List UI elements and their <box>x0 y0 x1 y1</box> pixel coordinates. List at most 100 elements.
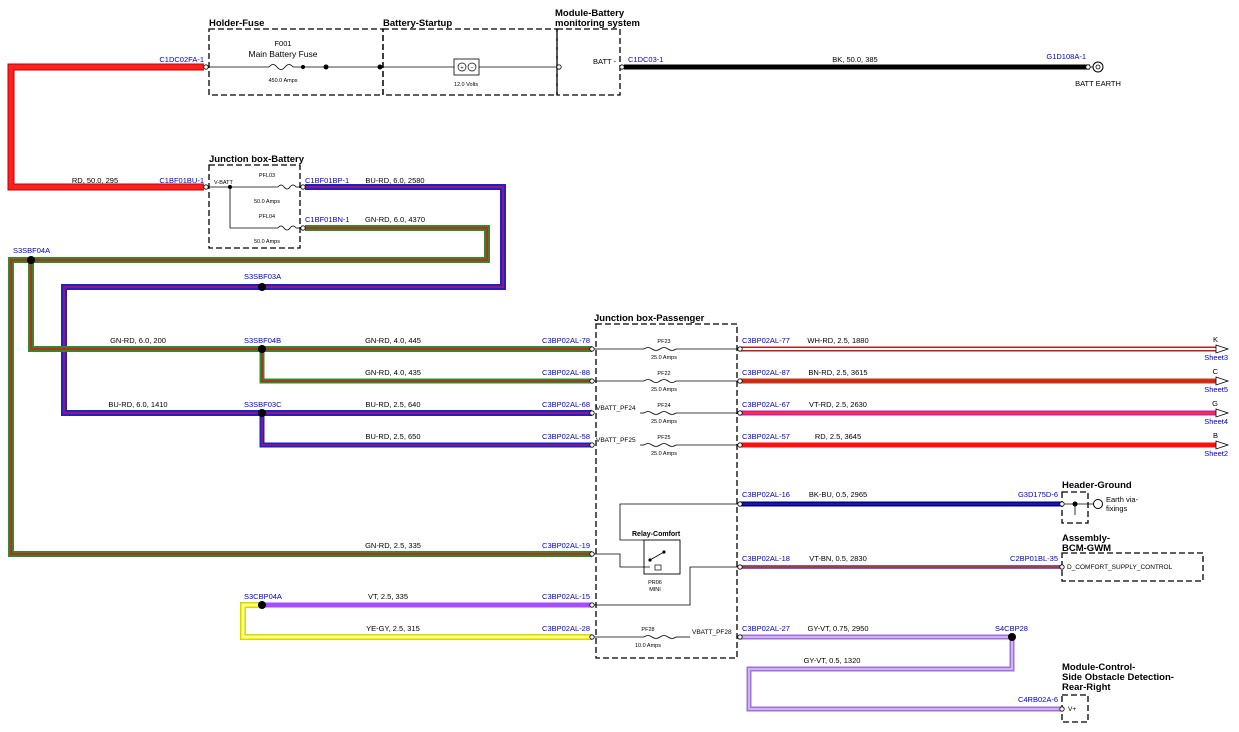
conn-al28: C3BP02AL-28 <box>542 624 590 633</box>
wire-label-wh-rd: WH-RD, 2.5, 1880 <box>807 336 868 345</box>
relay-id: PR06 <box>648 580 662 586</box>
pf24-id: PF24 <box>657 403 670 409</box>
holder-fuse-title: Holder-Fuse <box>209 18 264 29</box>
pf25-rating: 25.0 Amps <box>651 451 677 457</box>
pf22-rating: 25.0 Amps <box>651 387 677 393</box>
wire-label-bu-rd-650: BU-RD, 2.5, 650 <box>365 432 420 441</box>
conn-al57: C3BP02AL-57 <box>742 432 790 441</box>
sheet-ref-b-letter: B <box>1213 431 1218 440</box>
conn-c4rb02a: C4RB02A-6 <box>1018 695 1058 704</box>
pfl03-id: PFL03 <box>259 173 275 179</box>
wire-gy-vt <box>740 634 1062 712</box>
conn-s4cbp28: S4CBP28 <box>995 624 1028 633</box>
battery-startup-title: Battery-Startup <box>383 18 452 29</box>
wire-label-gn-rd-4370: GN-RD, 6.0, 4370 <box>365 215 425 224</box>
wire-label-vt-bn: VT-BN, 0.5, 2830 <box>809 554 867 563</box>
sheet-ref-g-link[interactable]: Sheet4 <box>1204 417 1228 426</box>
relay-sub: MINI <box>649 587 661 593</box>
pf24-rating: 25.0 Amps <box>651 419 677 425</box>
pf25-id: PF25 <box>657 435 670 441</box>
pf22-id: PF22 <box>657 371 670 377</box>
main-battery-fuse <box>209 64 557 70</box>
rear-module-title-3: Rear-Right <box>1062 682 1111 693</box>
sheet-ref-g-letter: G <box>1212 399 1218 408</box>
conn-c1bf01bu: C1BF01BU-1 <box>159 176 204 185</box>
wire-label-bk-50: BK, 50.0, 385 <box>832 55 877 64</box>
battery-monitor-title-1: Module-Battery <box>555 8 625 19</box>
conn-g1d108a: G1D108A-1 <box>1046 52 1086 61</box>
conn-al18: C3BP02AL-18 <box>742 554 790 563</box>
conn-al68: C3BP02AL-68 <box>542 400 590 409</box>
pfl04-rating: 50.0 Amps <box>254 239 280 245</box>
vbatt-pin: V-BATT <box>214 180 233 186</box>
conn-al16: C3BP02AL-16 <box>742 490 790 499</box>
conn-c1bf01bp: C1BF01BP-1 <box>305 176 349 185</box>
conn-al15: C3BP02AL-15 <box>542 592 590 601</box>
battery-voltage: 12.0 Volts <box>454 82 478 88</box>
conn-s3cbp04a: S3CBP04A <box>244 592 282 601</box>
batt-minus-pin: BATT - <box>593 57 617 66</box>
conn-al88: C3BP02AL-88 <box>542 368 590 377</box>
jb-passenger-title: Junction box-Passenger <box>594 313 705 324</box>
conn-c1dc03: C1DC03-1 <box>628 55 663 64</box>
rear-module-title-1: Module-Control- <box>1062 662 1135 673</box>
conn-g3d175d: G3D175D-6 <box>1018 490 1058 499</box>
wire-label-rd-50: RD, 50.0, 295 <box>72 176 118 185</box>
conn-al58: C3BP02AL-58 <box>542 432 590 441</box>
earth-via-2: fixings <box>1106 504 1128 513</box>
wire-label-gy-vt-05: GY-VT, 0.5, 1320 <box>804 656 861 665</box>
connector-pins <box>203 64 1091 712</box>
bcm-title-1: Assembly- <box>1062 533 1110 544</box>
wires <box>7 63 1218 712</box>
sheet-ref-c-link[interactable]: Sheet5 <box>1204 385 1228 394</box>
conn-c1dc02fa: C1DC02FA-1 <box>159 55 204 64</box>
bcm-pin: D_COMFORT_SUPPLY_CONTROL <box>1067 564 1173 571</box>
sheet-ref-k-letter: K <box>1213 335 1218 344</box>
svg-text:−: − <box>470 66 473 72</box>
jb-battery-fuses <box>209 184 305 231</box>
wire-label-gn-rd-200: GN-RD, 6.0, 200 <box>110 336 166 345</box>
conn-s3sbf04b: S3SBF04B <box>244 336 281 345</box>
sheet-ref-k-link[interactable]: Sheet3 <box>1204 353 1228 362</box>
vbatt-pf28: VBATT_PF28 <box>692 629 732 636</box>
splice-nodes <box>27 256 1016 641</box>
header-ground-title: Header-Ground <box>1062 480 1132 491</box>
conn-al78: C3BP02AL-78 <box>542 336 590 345</box>
relay-title: Relay-Comfort <box>632 531 681 538</box>
vbatt-pf25: VBATT_PF25 <box>596 437 636 444</box>
component-boxes <box>208 28 1204 723</box>
wire-label-bu-rd-1410: BU-RD, 6.0, 1410 <box>108 400 167 409</box>
batt-earth-icon <box>1090 61 1104 73</box>
conn-al19: C3BP02AL-19 <box>542 541 590 550</box>
wire-label-bu-rd-640: BU-RD, 2.5, 640 <box>365 400 420 409</box>
bcm-title-2: BCM-GWM <box>1062 543 1111 554</box>
rear-module-pin: V+ <box>1068 706 1076 713</box>
conn-c2bp01bl: C2BP01BL-35 <box>1010 554 1058 563</box>
conn-al67: C3BP02AL-67 <box>742 400 790 409</box>
wire-label-bn-rd: BN-RD, 2.5, 3615 <box>808 368 867 377</box>
conn-s3sbf03a: S3SBF03A <box>244 272 281 281</box>
wire-label-bk-bu: BK-BU, 0.5, 2965 <box>809 490 867 499</box>
pf28-id: PF28 <box>641 627 654 633</box>
batt-earth-label: BATT EARTH <box>1075 79 1121 88</box>
conn-al27: C3BP02AL-27 <box>742 624 790 633</box>
conn-c1bf01bn: C1BF01BN-1 <box>305 215 350 224</box>
wire-label-gn-rd-445: GN-RD, 4.0, 445 <box>365 336 421 345</box>
f001-name: Main Battery Fuse <box>249 49 318 59</box>
pfl03-rating: 50.0 Amps <box>254 199 280 205</box>
wire-label-gn-rd-435: GN-RD, 4.0, 435 <box>365 368 421 377</box>
wire-label-ye-gy: YE-GY, 2.5, 315 <box>366 624 420 633</box>
rear-module-title-2: Side Obstacle Detection- <box>1062 672 1174 683</box>
conn-al77: C3BP02AL-77 <box>742 336 790 345</box>
wire-rd-50 <box>7 63 204 191</box>
wire-label-gn-rd-335: GN-RD, 2.5, 335 <box>365 541 421 550</box>
pf28-rating: 10.0 Amps <box>635 643 661 649</box>
sheet-ref-b-link[interactable]: Sheet2 <box>1204 449 1228 458</box>
jb-battery-title: Junction box-Battery <box>209 154 305 165</box>
wire-label-vt-335: VT, 2.5, 335 <box>368 592 408 601</box>
header-ground-icon <box>1062 499 1103 515</box>
f001-rating: 450.0 Amps <box>268 78 297 84</box>
conn-s3sbf03c: S3SBF03C <box>244 400 282 409</box>
f001-id: F001 <box>274 39 291 48</box>
